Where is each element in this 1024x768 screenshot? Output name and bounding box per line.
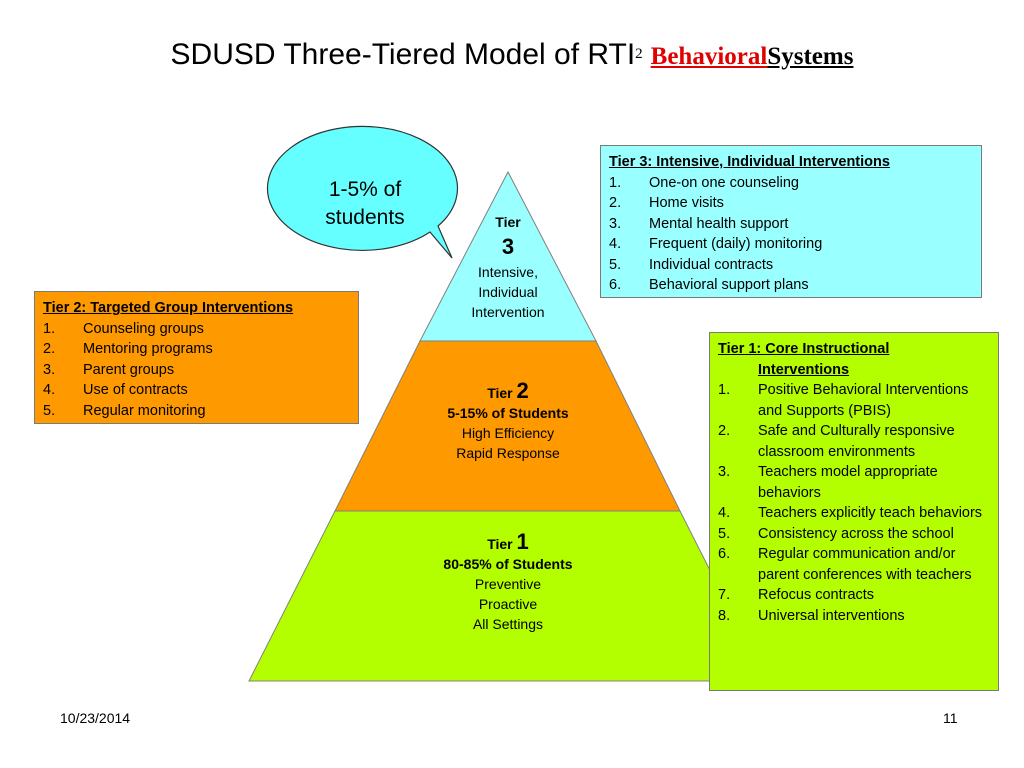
list-item: 4.Teachers explicitly teach behaviors <box>718 505 983 521</box>
list-item: 2.Safe and Culturally responsive classro… <box>718 423 955 460</box>
tier3-label: Tier <box>495 214 521 230</box>
list-item: 3.Parent groups <box>43 361 175 378</box>
title-main: SDUSD Three-Tiered Model of RTI <box>170 38 636 71</box>
tier2-number: 2 <box>516 378 529 403</box>
tier2-label: Tier <box>487 385 513 401</box>
tier2-line-1: High Efficiency <box>461 425 555 441</box>
list-item: 2.Home visits <box>609 195 724 211</box>
tier2-percent: 5-15% of Students <box>447 405 569 421</box>
bubble-line-2: students <box>325 206 405 229</box>
tier1-percent: 80-85% of Students <box>443 556 573 572</box>
tier1-number: 1 <box>516 529 529 554</box>
list-item: 2.Mentoring programs <box>43 341 213 357</box>
footer-date: 10/23/2014 <box>60 710 131 726</box>
list-item: 4.Frequent (daily) monitoring <box>609 236 823 252</box>
tier2-text: Tier 2 5-15% of Students High Efficiency… <box>408 378 608 463</box>
tier1-interventions-box: Tier 1: Core Instructional Interventions… <box>709 332 999 691</box>
list-item: 1.One-on one counseling <box>609 174 799 191</box>
tier1-box-heading: Tier 1: Core Instructional <box>718 341 890 357</box>
tier2-interventions-box: Tier 2: Targeted Group Interventions 1.C… <box>34 291 359 424</box>
tier1-label: Tier <box>487 536 513 552</box>
title-behavioral: Behavioral <box>650 43 768 70</box>
tier2-list: 1.Counseling groups 2.Mentoring programs… <box>43 319 350 422</box>
tier3-line-2: Individual <box>478 284 538 300</box>
tier1-line-3: All Settings <box>472 616 544 632</box>
tier3-text: Tier 3 Intensive, Individual Interventio… <box>448 212 568 322</box>
tier3-interventions-box: Tier 3: Intensive, Individual Interventi… <box>600 145 982 298</box>
tier2-line-2: Rapid Response <box>456 445 560 461</box>
slide-title: SDUSD Three-Tiered Model of RTI2 Behavior… <box>0 38 1024 72</box>
tier1-box-heading-2: Interventions <box>758 361 850 378</box>
bubble-text: 1-5% of students <box>300 176 430 232</box>
list-item: 7.Refocus contracts <box>718 587 875 603</box>
tier3-line-1: Intensive, <box>478 264 538 280</box>
bubble-line-1: 1-5% of <box>328 178 402 201</box>
speech-bubble <box>266 125 459 259</box>
list-item: 3.Teachers model appropriate behaviors <box>718 464 938 501</box>
title-systems: Systems <box>767 43 854 70</box>
list-item: 1.Positive Behavioral Interventions and … <box>718 382 969 419</box>
list-item: 3.Mental health support <box>609 215 789 232</box>
tier1-list: 1.Positive Behavioral Interventions and … <box>718 380 990 626</box>
list-item: 1.Counseling groups <box>43 320 204 337</box>
title-superscript: 2 <box>635 45 643 62</box>
list-item: 8.Universal interventions <box>718 607 905 624</box>
tier2-box-heading: Tier 2: Targeted Group Interventions <box>43 300 294 316</box>
list-item: 5.Regular monitoring <box>43 402 206 419</box>
tier3-number: 3 <box>501 234 515 259</box>
tier1-line-2: Proactive <box>478 596 538 612</box>
list-item: 4.Use of contracts <box>43 382 188 398</box>
tier1-text: Tier 1 80-85% of Students Preventive Pro… <box>408 529 608 634</box>
tier1-line-1: Preventive <box>474 576 542 592</box>
tier3-list: 1.One-on one counseling 2.Home visits 3.… <box>609 173 973 296</box>
list-item: 5.Individual contracts <box>609 256 774 273</box>
page-number: 11 <box>943 710 958 726</box>
list-item: 6.Regular communication and/or parent co… <box>718 546 972 583</box>
tier3-line-3: Intervention <box>471 304 545 320</box>
list-item: 5.Consistency across the school <box>718 525 954 542</box>
list-item: 6.Behavioral support plans <box>609 277 809 293</box>
tier3-box-heading: Tier 3: Intensive, Individual Interventi… <box>609 154 890 170</box>
